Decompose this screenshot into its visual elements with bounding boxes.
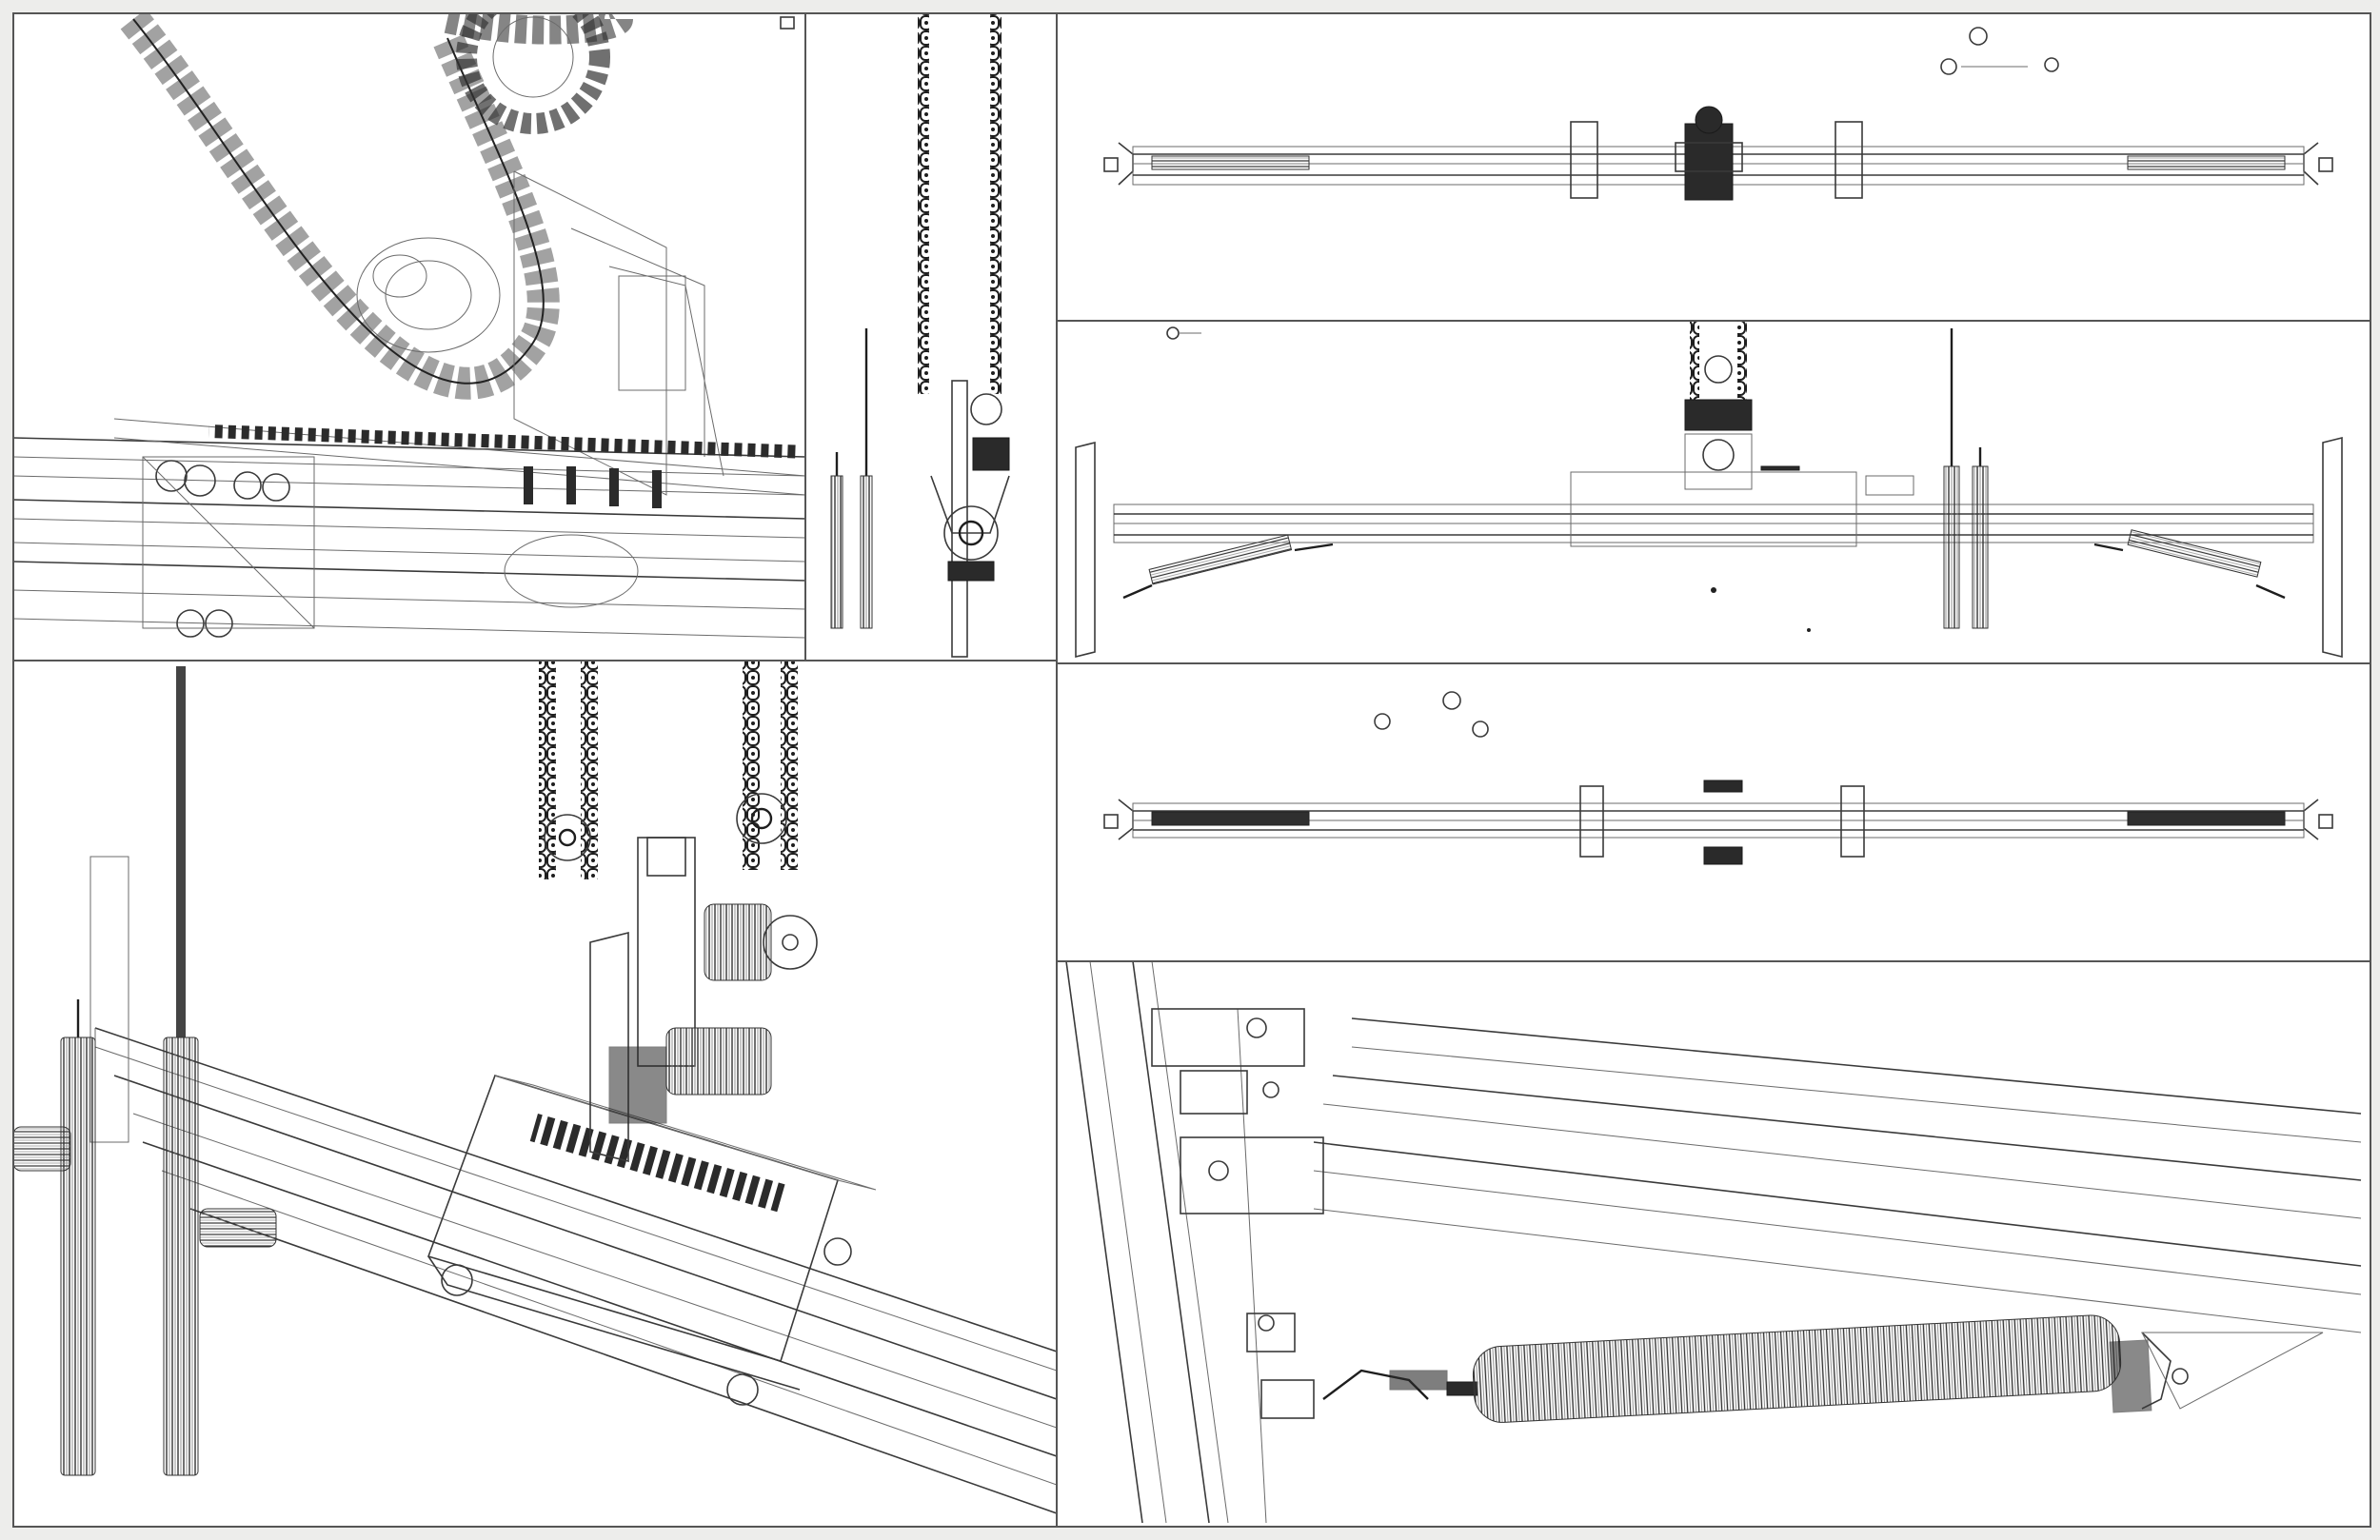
panel-front-elevation bbox=[1056, 320, 2371, 664]
drive-motor-3d-icon bbox=[589, 837, 818, 1163]
motor-housing-wireframe-icon bbox=[513, 170, 724, 496]
panel-chain-strut-elevation bbox=[804, 12, 1058, 661]
rail-elevation-icon bbox=[1113, 471, 2314, 547]
joint-brackets-icon bbox=[1151, 1008, 1324, 1419]
panel-top-view-a bbox=[780, 12, 2371, 322]
vertical-struts-icon bbox=[1943, 328, 1989, 629]
panel-chain-rack-perspective bbox=[12, 12, 806, 661]
gear-rack-icon bbox=[208, 424, 800, 459]
wireframe-chain-icon bbox=[120, 13, 633, 400]
frame-beams-icon bbox=[1065, 961, 2362, 1524]
gas-strut-detail-icon bbox=[1322, 1314, 2324, 1423]
carriage-mechanism-side-icon bbox=[930, 380, 1010, 658]
gas-strut-left-icon bbox=[1151, 155, 1310, 170]
diagonal-strut-left-icon bbox=[1122, 534, 1334, 600]
panel-dividers bbox=[12, 12, 2371, 1528]
horizontal-strut-stub-icon bbox=[13, 1126, 277, 1248]
panel-strut-mount-detail bbox=[1056, 960, 2371, 1528]
rails-3d-icon bbox=[89, 856, 1057, 1514]
drive-unit-elevation-icon bbox=[1684, 321, 1914, 496]
gas-strut-dark-right-icon bbox=[2127, 811, 2286, 826]
rack-clamps-icon bbox=[504, 466, 662, 608]
rail-plan-icon-b bbox=[1103, 799, 2333, 840]
wireframe-rails-icon bbox=[13, 418, 805, 639]
chain-left-icon bbox=[918, 13, 929, 394]
stray-marks-icon bbox=[1166, 326, 1811, 632]
carriage-rollers-icon bbox=[142, 456, 315, 638]
panel-top-view-b bbox=[1056, 662, 2371, 962]
carriage-frame-3d-icon bbox=[426, 1075, 877, 1406]
carriage-plan-icon bbox=[1570, 106, 1863, 201]
end-plates-icon bbox=[1075, 436, 2343, 659]
gas-strut-pair-icon bbox=[830, 328, 873, 629]
diagonal-strut-right-icon bbox=[2093, 529, 2286, 600]
gas-strut-dark-left-icon bbox=[1151, 811, 1310, 826]
chain-right-icon bbox=[990, 13, 1002, 394]
small-fittings-icon-b bbox=[1374, 691, 1489, 738]
carriage-plan-icon-b bbox=[1579, 780, 1865, 865]
sprocket-wireframe-icon bbox=[356, 237, 501, 353]
hanging-chains-icon bbox=[539, 661, 798, 879]
panel-carriage-perspective bbox=[12, 660, 1058, 1528]
gas-strut-right-icon bbox=[2127, 155, 2286, 170]
small-fittings-icon bbox=[780, 16, 2059, 75]
